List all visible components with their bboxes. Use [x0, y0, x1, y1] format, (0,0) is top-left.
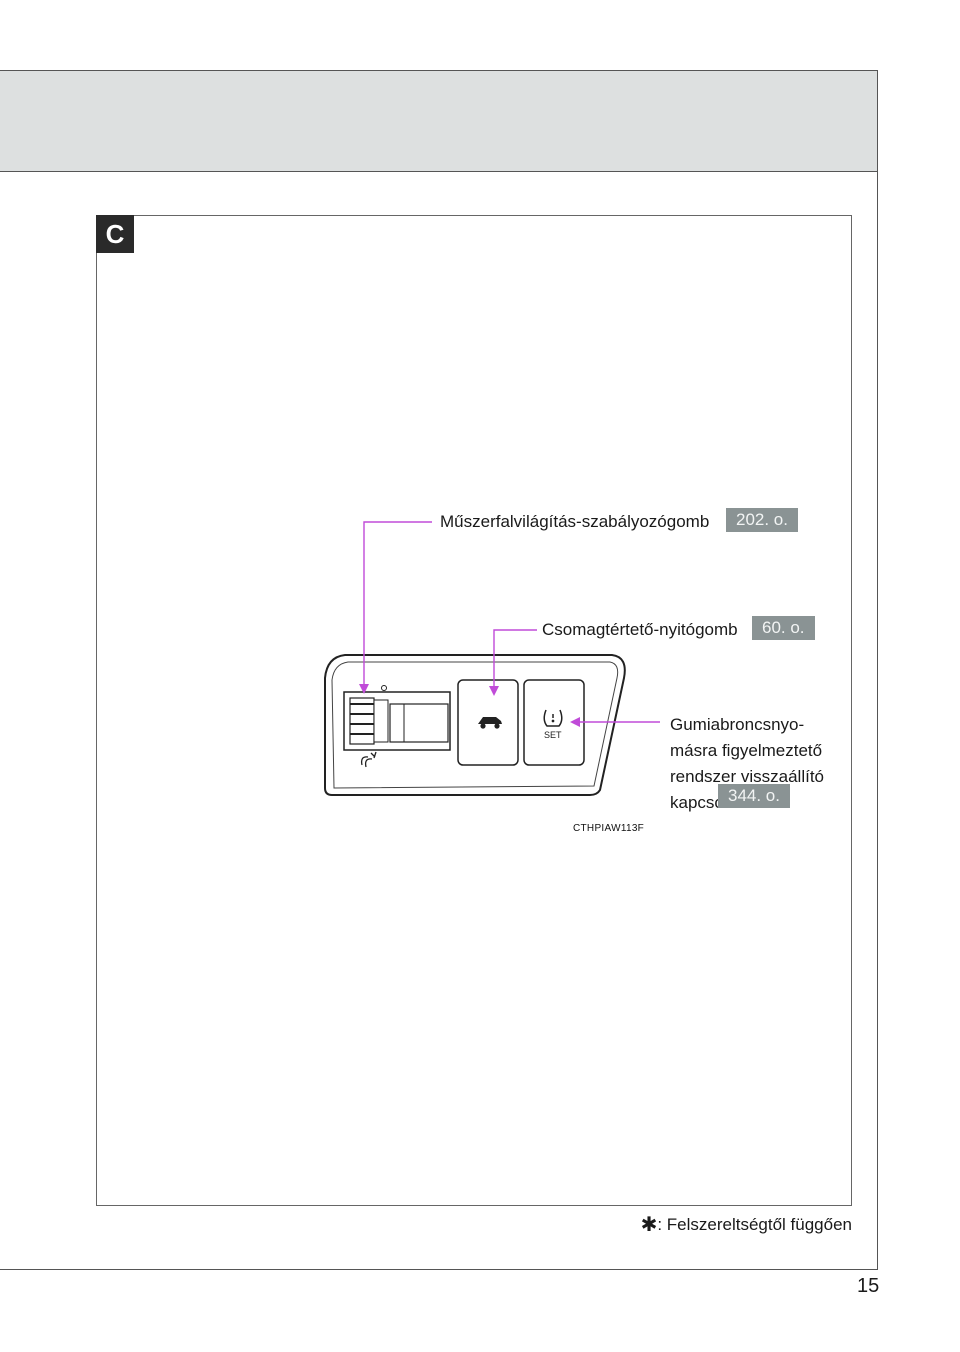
bottom-rule [0, 1269, 878, 1270]
page-number: 15 [857, 1275, 880, 1297]
tpms-label-line-1: Gumiabroncsnyo- [670, 715, 805, 734]
dimmer-label: Műszerfalvilágítás-szabályozógomb [440, 512, 710, 531]
section-tab: C [96, 215, 134, 253]
trunk-page-ref[interactable]: 60. o. [752, 616, 815, 640]
tpms-page-ref[interactable]: 344. o. [718, 784, 790, 808]
leader-lines [363, 521, 660, 723]
right-rule [877, 70, 878, 1270]
header-band [0, 70, 878, 172]
dimmer-wheel [343, 685, 451, 751]
illustration-code: CTHPIAW113F [573, 823, 645, 834]
trunk-label: Csomagtértető-nyitógomb [542, 620, 738, 639]
dimmer-icon [360, 751, 377, 768]
tpms-set-label: SET [544, 730, 562, 740]
panel-inner-outline [331, 661, 619, 789]
tpms-label-line-2: másra figyelmeztető [670, 741, 823, 760]
tpms-label-line-3: rendszer visszaállító [670, 767, 825, 786]
dimmer-page-ref[interactable]: 202. o. [726, 508, 798, 532]
trunk-icon [478, 717, 502, 729]
footnote: ✱: Felszereltségtől függően [641, 1212, 852, 1237]
footnote-text: : Felszereltségtől függően [657, 1215, 852, 1234]
tpms-warning-icon [543, 709, 563, 727]
footnote-star-icon: ✱ [640, 1214, 658, 1236]
leader-arrowheads [359, 684, 580, 727]
content-frame [96, 215, 852, 1206]
